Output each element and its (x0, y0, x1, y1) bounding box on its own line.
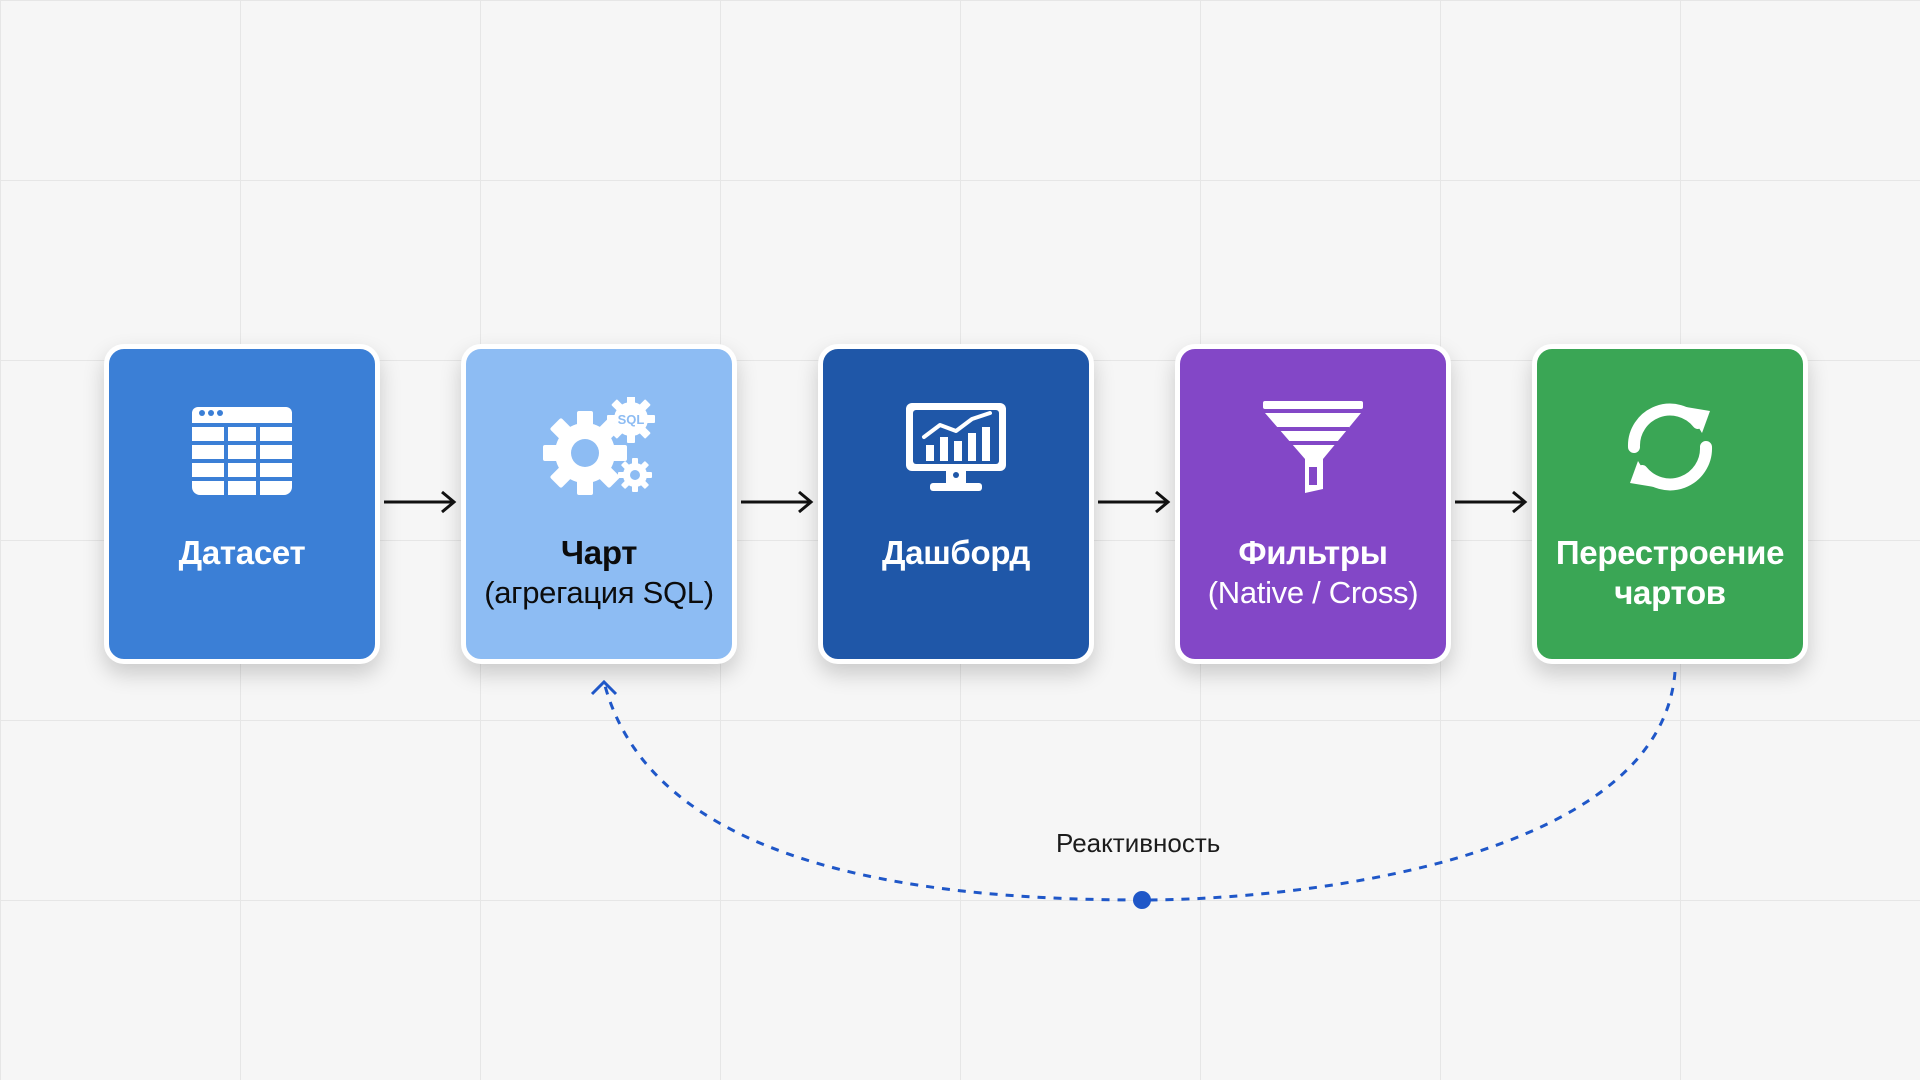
flow-arrow (1096, 490, 1172, 514)
step-label-chart: Чарт (агрегация SQL) (466, 533, 732, 613)
step-title: Чарт (560, 534, 638, 571)
feedback-node (1133, 891, 1151, 909)
step-card-rebuild: Перестроение чартов (1532, 344, 1808, 664)
step-title: Перестроение (1555, 534, 1785, 571)
refresh-icon (1614, 397, 1726, 497)
step-card-filters: Фильтры (Native / Cross) (1175, 344, 1451, 664)
sql-gears-icon: SQL (543, 395, 655, 497)
funnel-icon (1257, 397, 1369, 497)
feedback-arrowhead (590, 679, 618, 696)
step-label-dataset: Датасет (109, 533, 375, 573)
step-subtitle: (агрегация SQL) (484, 575, 714, 610)
step-label-rebuild: Перестроение чартов (1537, 533, 1803, 613)
step-card-dataset: Датасет (104, 344, 380, 664)
step-title: Дашборд (881, 534, 1031, 571)
flow-arrow (382, 490, 458, 514)
flow-arrow (739, 490, 815, 514)
sql-badge-text: SQL (618, 412, 645, 427)
feedback-arrow-path (602, 671, 1677, 902)
step-card-dashboard: Дашборд (818, 344, 1094, 664)
step-label-filters: Фильтры (Native / Cross) (1180, 533, 1446, 613)
table-icon (186, 397, 298, 497)
monitor-chart-icon (900, 397, 1012, 497)
step-subtitle: чартов (1614, 574, 1726, 611)
step-title: Фильтры (1238, 534, 1388, 571)
step-card-chart: SQL Чарт (агрегация SQL) (461, 344, 737, 664)
step-label-dashboard: Дашборд (823, 533, 1089, 573)
step-title: Датасет (178, 534, 306, 571)
flow-arrow (1453, 490, 1529, 514)
feedback-label: Реактивность (1056, 828, 1221, 858)
step-subtitle: (Native / Cross) (1207, 575, 1419, 610)
